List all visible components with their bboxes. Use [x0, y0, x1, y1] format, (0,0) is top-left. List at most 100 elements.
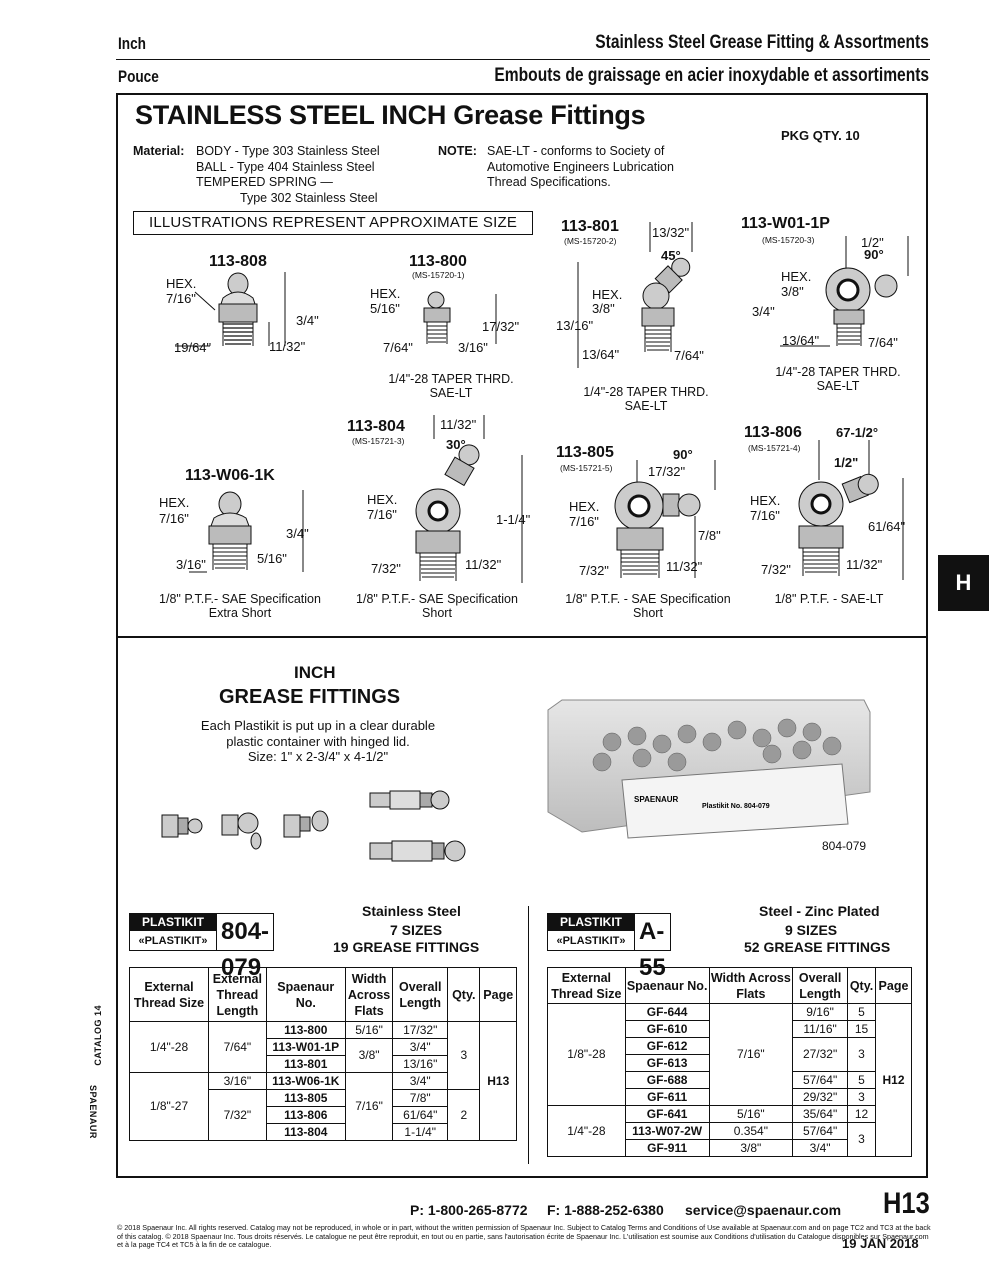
- table-cell: GF-644: [624, 1003, 710, 1021]
- kit2-number: A-55: [635, 913, 671, 981]
- side-catalog: CATALOG 14: [93, 1005, 103, 1066]
- kit1-th-pn: Spaenaur No.: [265, 967, 346, 1022]
- table-cell: 3/16": [208, 1072, 267, 1090]
- kit1-th-overall: Overall Length: [392, 967, 449, 1022]
- fitting-113-805-angle: 90°: [673, 447, 693, 462]
- table-cell: 61/64": [392, 1106, 449, 1124]
- section-divider: [118, 636, 926, 638]
- fitting-113-W06-1K-cap1: 1/8" P.T.F.- SAE Specification: [159, 592, 321, 606]
- fitting-113-W01-1P-ms: (MS-15720-3): [762, 235, 815, 245]
- table-cell: GF-610: [624, 1020, 710, 1038]
- kit2-label-fr: «PLASTIKIT»: [556, 935, 626, 947]
- fitting-113-805-top: 17/32": [648, 464, 686, 479]
- fitting-113-801-d1: 13/16": [556, 318, 594, 333]
- table-cell: 3/4": [792, 1139, 849, 1157]
- fitting-113-804-pn: 113-804: [347, 418, 405, 435]
- fitting-113-804-top: 11/32": [440, 417, 477, 432]
- table-cell: 1/8"-28: [547, 1003, 626, 1106]
- fitting-113-800-d1: 17/32": [482, 319, 520, 334]
- kit1-th-page: Page: [479, 967, 517, 1022]
- kit1-sizes: 7 SIZES: [390, 922, 443, 938]
- fitting-113-801-d3: 7/64": [674, 348, 704, 363]
- table-cell: H12: [875, 1003, 912, 1157]
- fitting-113-806-d3: 11/32": [846, 557, 883, 572]
- fitting-113-806-hexsize: 7/16": [750, 508, 780, 523]
- kit2-th-pn: Spaenaur No.: [624, 967, 710, 1004]
- fitting-113-W01-1P-cap1: 1/4"-28 TAPER THRD.: [775, 365, 901, 379]
- kit1-th-qty: Qty.: [447, 967, 481, 1022]
- table-cell: 113-800: [265, 1021, 346, 1039]
- table-cell: GF-613: [624, 1054, 710, 1072]
- fitting-113-804-cap1: 1/8" P.T.F.- SAE Specification: [356, 592, 518, 606]
- table-cell: 27/32": [792, 1037, 849, 1072]
- kit1-count: 19 GREASE FITTINGS: [333, 939, 480, 955]
- kit1-label-en: PLASTIKIT: [130, 914, 216, 931]
- fitting-113-801-ms: (MS-15720-2): [564, 236, 617, 246]
- fitting-113-801-hex: HEX.: [592, 287, 623, 302]
- fitting-113-805-drawing: [614, 460, 716, 578]
- fitting-113-W01-1P-drawing: [780, 236, 909, 347]
- kit2-th-qty: Qty.: [847, 967, 876, 1004]
- fitting-113-W01-1P-pn: 113-W01-1P: [741, 215, 830, 232]
- header-left-fr: Pouce: [118, 67, 159, 86]
- fitting-113-800-cap2: SAE-LT: [429, 386, 473, 400]
- fitting-113-W01-1P-d1: 3/4": [752, 304, 775, 319]
- table-cell: 5: [847, 1071, 876, 1089]
- kit1-material: Stainless Steel: [362, 903, 461, 919]
- fitting-113-808-drawing: [175, 272, 286, 347]
- fitting-113-806-ms: (MS-15721-4): [748, 443, 801, 453]
- fitting-113-800-drawing: [423, 291, 497, 344]
- fitting-113-801-drawing: [577, 222, 693, 368]
- table-cell: 5/16": [708, 1105, 794, 1123]
- table-cell: GF-612: [624, 1037, 710, 1055]
- table-cell: 3: [847, 1122, 876, 1157]
- fitting-113-804-d3: 11/32": [465, 557, 502, 572]
- fitting-113-804-cap2: Short: [422, 606, 452, 620]
- fitting-113-800-ms: (MS-15720-1): [412, 270, 465, 280]
- table-cell: 7/16": [344, 1072, 394, 1141]
- fitting-113-806-top: 1/2": [834, 455, 859, 470]
- footer-email[interactable]: service@spaenaur.com: [685, 1202, 842, 1218]
- fitting-113-800-d3: 3/16": [458, 340, 488, 355]
- fitting-113-805-cap1: 1/8" P.T.F. - SAE Specification: [565, 592, 731, 606]
- table-cell: 1-1/4": [392, 1123, 449, 1141]
- header-right-fr: Embouts de graissage en acier inoxydable…: [494, 65, 929, 86]
- footer-legal: © 2018 Spaenaur Inc. All rights reserved…: [117, 1223, 931, 1250]
- fitting-113-805-d2: 7/32": [579, 563, 609, 578]
- pkg-qty: PKG QTY. 10: [781, 128, 860, 143]
- table-cell: GF-611: [624, 1088, 710, 1106]
- kit1-th-length: External Thread Length: [208, 967, 267, 1022]
- illustrations-banner: ILLUSTRATIONS REPRESENT APPROXIMATE SIZE: [133, 211, 533, 235]
- table-cell: 113-801: [265, 1055, 346, 1073]
- table-cell: 3: [847, 1037, 876, 1072]
- fitting-113-800-hexsize: 5/16": [370, 301, 400, 316]
- fitting-113-806-cap1: 1/8" P.T.F. - SAE-LT: [774, 592, 884, 606]
- table-cell: 35/64": [792, 1105, 849, 1123]
- table-cell: 3/8": [344, 1038, 394, 1073]
- table-cell: 113-W06-1K: [265, 1072, 346, 1090]
- fitting-113-W06-1K-hex: HEX.: [159, 495, 190, 510]
- table-cell: 113-804: [265, 1123, 346, 1141]
- kit2-th-thread: External Thread Size: [547, 967, 626, 1004]
- kit1-table: External Thread Size External Thread Len…: [128, 967, 517, 1141]
- photo-caption: 804-079: [822, 839, 867, 853]
- kit1-label-fr: «PLASTIKIT»: [138, 935, 208, 947]
- table-cell: 7/32": [208, 1089, 267, 1141]
- table-cell: 29/32": [792, 1088, 849, 1106]
- table-cell: 7/16": [708, 1003, 794, 1106]
- kit1-th-width: Width Across Flats: [344, 967, 394, 1022]
- table-cell: 15: [847, 1020, 876, 1038]
- table-cell: 0.354": [708, 1122, 794, 1140]
- fitting-113-806-drawing: [798, 440, 904, 580]
- section-title: STAINLESS STEEL INCH Grease Fittings: [135, 100, 646, 130]
- fitting-113-805-pn: 113-805: [556, 444, 614, 461]
- kit2-sizes: 9 SIZES: [785, 922, 838, 938]
- fitting-113-808-d2: 19/64": [174, 340, 212, 355]
- bottom-desc-2: plastic container with hinged lid.: [226, 733, 410, 749]
- fitting-113-801-pn: 113-801: [561, 218, 619, 235]
- kit2-count: 52 GREASE FITTINGS: [744, 939, 891, 955]
- table-cell: H13: [479, 1021, 517, 1141]
- bottom-heading-1: INCH: [294, 663, 336, 682]
- fitting-113-W01-1P-cap2: SAE-LT: [816, 379, 860, 393]
- bottom-desc-3: Size: 1" x 2-3/4" x 4-1/2": [247, 749, 389, 764]
